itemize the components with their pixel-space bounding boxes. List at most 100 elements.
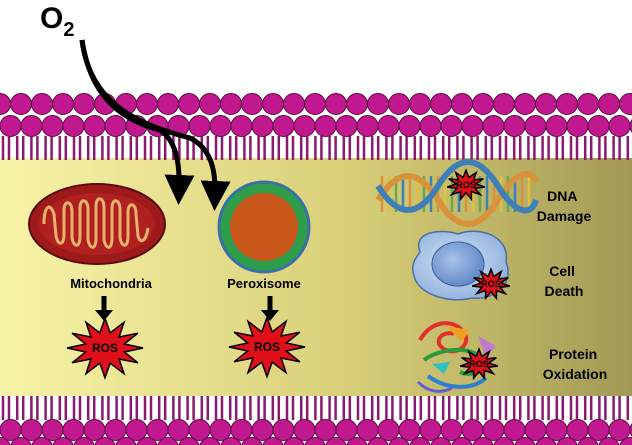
lipid-head bbox=[524, 115, 547, 137]
lipid-head bbox=[20, 115, 43, 137]
lipid-head bbox=[146, 419, 169, 441]
ros-label-peroxisome: ROS bbox=[254, 340, 280, 354]
ros-star-icon bbox=[471, 267, 511, 301]
top-membrane-tails bbox=[1, 136, 630, 160]
lipid-head bbox=[10, 93, 32, 115]
ros-burst-peroxisome bbox=[228, 315, 306, 379]
lipid-head bbox=[356, 419, 379, 441]
ros-star-icon bbox=[66, 316, 144, 380]
lipid-head bbox=[608, 419, 631, 441]
lipid-head bbox=[535, 437, 557, 445]
lipid-head bbox=[314, 115, 337, 137]
o2-arrows bbox=[79, 39, 231, 211]
lipid-head bbox=[482, 115, 505, 137]
lipid-head bbox=[335, 115, 358, 137]
lipid-head bbox=[241, 437, 263, 445]
lipid-head bbox=[398, 115, 421, 137]
cell-icon bbox=[411, 230, 509, 301]
lipid-head bbox=[440, 115, 463, 137]
ros-label-cell: ROS bbox=[481, 279, 501, 289]
lipid-head bbox=[314, 419, 337, 441]
lipid-head bbox=[419, 115, 442, 137]
ros-label-dna: ROS bbox=[456, 180, 476, 190]
lipid-head bbox=[41, 419, 64, 441]
lipid-head bbox=[62, 419, 85, 441]
lipid-head bbox=[178, 437, 200, 445]
ros-burst-dna bbox=[446, 168, 486, 202]
lipid-head bbox=[430, 437, 452, 445]
lipid-head bbox=[104, 419, 127, 441]
cell-death-label: Cell Death bbox=[545, 263, 584, 299]
lipid-head bbox=[398, 419, 421, 441]
lipid-head bbox=[251, 419, 274, 441]
lipid-head bbox=[514, 437, 536, 445]
lipid-head bbox=[535, 93, 557, 115]
lipid-head bbox=[220, 437, 242, 445]
lipid-head bbox=[167, 419, 190, 441]
ros-label-protein: ROS bbox=[469, 359, 489, 369]
lipid-head bbox=[304, 93, 326, 115]
lipid-head bbox=[524, 419, 547, 441]
lipid-head bbox=[0, 115, 22, 137]
lipid-head bbox=[430, 93, 452, 115]
lipid-head bbox=[220, 93, 242, 115]
mitochondria-cristae bbox=[42, 197, 150, 249]
top-membrane-heads bbox=[0, 93, 632, 137]
lipid-head bbox=[157, 93, 179, 115]
lipid-head bbox=[367, 93, 389, 115]
ros-label-mitochondria: ROS bbox=[92, 341, 118, 355]
ros-star-icon bbox=[446, 168, 486, 202]
lipid-head bbox=[293, 115, 316, 137]
lipid-head bbox=[556, 437, 578, 445]
lipid-head bbox=[104, 115, 127, 137]
lipid-head bbox=[209, 115, 232, 137]
lipid-head bbox=[115, 437, 137, 445]
lipid-head bbox=[0, 93, 11, 115]
lipid-head bbox=[356, 115, 379, 137]
lipid-head bbox=[0, 419, 22, 441]
o2-arrow-to-peroxisome bbox=[79, 39, 231, 211]
lipid-head bbox=[619, 93, 632, 115]
o2-label: O2 bbox=[40, 2, 74, 41]
peroxisome bbox=[217, 180, 311, 274]
lipid-head bbox=[41, 115, 64, 137]
lipid-head bbox=[545, 115, 568, 137]
lipid-head bbox=[388, 437, 410, 445]
lipid-head bbox=[73, 437, 95, 445]
ros-burst-protein bbox=[459, 347, 499, 381]
lipid-head bbox=[83, 419, 106, 441]
mitochondria bbox=[28, 183, 166, 265]
lipid-head bbox=[241, 93, 263, 115]
lipid-head bbox=[598, 437, 620, 445]
lipid-head bbox=[472, 93, 494, 115]
ros-burst-mitochondria bbox=[66, 316, 144, 380]
lipid-head bbox=[199, 93, 221, 115]
lipid-head bbox=[377, 115, 400, 137]
lipid-head bbox=[566, 419, 589, 441]
lipid-head bbox=[73, 93, 95, 115]
ros-star-icon bbox=[459, 347, 499, 381]
lipid-head bbox=[31, 93, 53, 115]
peroxisome-label: Peroxisome bbox=[227, 276, 301, 291]
lipid-head bbox=[251, 115, 274, 137]
lipid-head bbox=[83, 115, 106, 137]
lipid-head bbox=[157, 437, 179, 445]
lipid-head bbox=[598, 93, 620, 115]
dna-damage-label: DNA Damage bbox=[537, 188, 592, 224]
lipid-head bbox=[136, 437, 158, 445]
lipid-head bbox=[262, 93, 284, 115]
lipid-head bbox=[451, 93, 473, 115]
lipid-head bbox=[566, 115, 589, 137]
lipid-head bbox=[346, 437, 368, 445]
lipid-head bbox=[388, 93, 410, 115]
mitochondria-label: Mitochondria bbox=[70, 276, 152, 291]
lipid-head bbox=[325, 93, 347, 115]
lipid-head bbox=[20, 419, 43, 441]
lipid-head bbox=[230, 115, 253, 137]
lipid-head bbox=[325, 437, 347, 445]
lipid-head bbox=[577, 437, 599, 445]
lipid-head bbox=[188, 115, 211, 137]
ros-star-icon bbox=[228, 315, 306, 379]
